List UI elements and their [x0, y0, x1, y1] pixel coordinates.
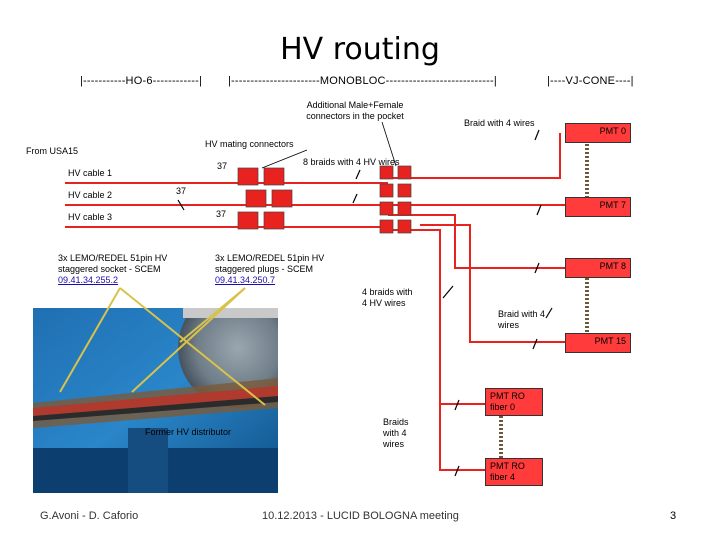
pmt-ro-4-line1: PMT RO [490, 461, 525, 471]
additional-connectors-label: Additional Male+Female connectors in the… [280, 100, 430, 122]
distributor-photo [33, 308, 278, 493]
count-37-a: 37 [217, 161, 228, 171]
braids-bottom-line3: wires [383, 439, 405, 449]
hv-cable-3-label: HV cable 3 [68, 212, 113, 222]
footer-meeting: 10.12.2013 - LUCID BOLOGNA meeting [262, 510, 459, 522]
braid-4-mid-line1: Braid with 4 [498, 309, 546, 319]
braids-bottom-line2: with 4 [383, 428, 407, 438]
page-title: HV routing [280, 32, 440, 67]
count-37-c: 37 [216, 209, 227, 219]
pmt-ro-0-line2: fiber 0 [490, 402, 516, 412]
pmt-ro-fiber-0-box: PMT RO fiber 0 [485, 388, 543, 416]
hv-cable-1-label: HV cable 1 [68, 168, 113, 178]
hv-mating-label: HV mating connectors [205, 139, 294, 149]
pmt-range-dots [499, 144, 589, 458]
photo-pointers [59, 287, 266, 406]
socket-code-link[interactable]: 09.41.34.255.2 [58, 275, 119, 285]
pmt-ro-0-line1: PMT RO [490, 391, 525, 401]
eight-braids-label: 8 braids with 4 HV wires [303, 157, 400, 167]
section-ho6: |-----------HO-6------------| [80, 75, 203, 87]
braid-4-mid-label: Braid with 4 wires [498, 309, 545, 331]
socket-line2: staggered socket - SCEM [58, 264, 161, 274]
four-braids-label: 4 braids with 4 HV wires [362, 287, 413, 309]
plug-code-link[interactable]: 09.41.34.250.7 [215, 275, 276, 285]
callout-lines [261, 121, 397, 169]
four-braids-line1: 4 braids with [362, 287, 413, 297]
former-hv-label: Former HV distributor [145, 427, 232, 437]
pmt-8-box: PMT 8 [565, 258, 631, 278]
braids-bottom-line1: Braids [383, 417, 409, 427]
braids-4-bottom-label: Braids with 4 wires [383, 417, 409, 450]
footer-page-number: 3 [670, 510, 677, 522]
section-monobloc: |-----------------------MONOBLOC--------… [228, 75, 497, 87]
from-usa15-label: From USA15 [26, 146, 79, 156]
braid-4-top-label: Braid with 4 wires [464, 118, 535, 128]
cable-slash-marks [177, 129, 553, 477]
pmt-0-box: PMT 0 [565, 123, 631, 143]
pmt-ro-4-line2: fiber 4 [490, 472, 516, 482]
footer-authors: G.Avoni - D. Caforio [40, 510, 139, 522]
pmt-7-box: PMT 7 [565, 197, 631, 217]
socket-label: 3x LEMO/REDEL 51pin HV staggered socket … [58, 253, 167, 286]
socket-line1: 3x LEMO/REDEL 51pin HV [58, 253, 168, 263]
plug-line1: 3x LEMO/REDEL 51pin HV [215, 253, 325, 263]
pmt-15-box: PMT 15 [565, 333, 631, 353]
additional-connectors-line1: Additional Male+Female [306, 100, 404, 110]
section-vjcone: |----VJ-CONE----| [547, 75, 634, 87]
plug-label: 3x LEMO/REDEL 51pin HV staggered plugs -… [215, 253, 324, 286]
four-braids-line2: 4 HV wires [362, 298, 406, 308]
pmt-ro-fiber-4-box: PMT RO fiber 4 [485, 458, 543, 486]
hv-cable-2-label: HV cable 2 [68, 190, 113, 200]
braid-4-mid-line2: wires [498, 320, 520, 330]
hv-mating-connectors [237, 165, 412, 234]
plug-line2: staggered plugs - SCEM [215, 264, 314, 274]
additional-connectors-line2: connectors in the pocket [306, 111, 404, 121]
hv-cables [65, 133, 565, 471]
count-37-b: 37 [176, 186, 187, 196]
